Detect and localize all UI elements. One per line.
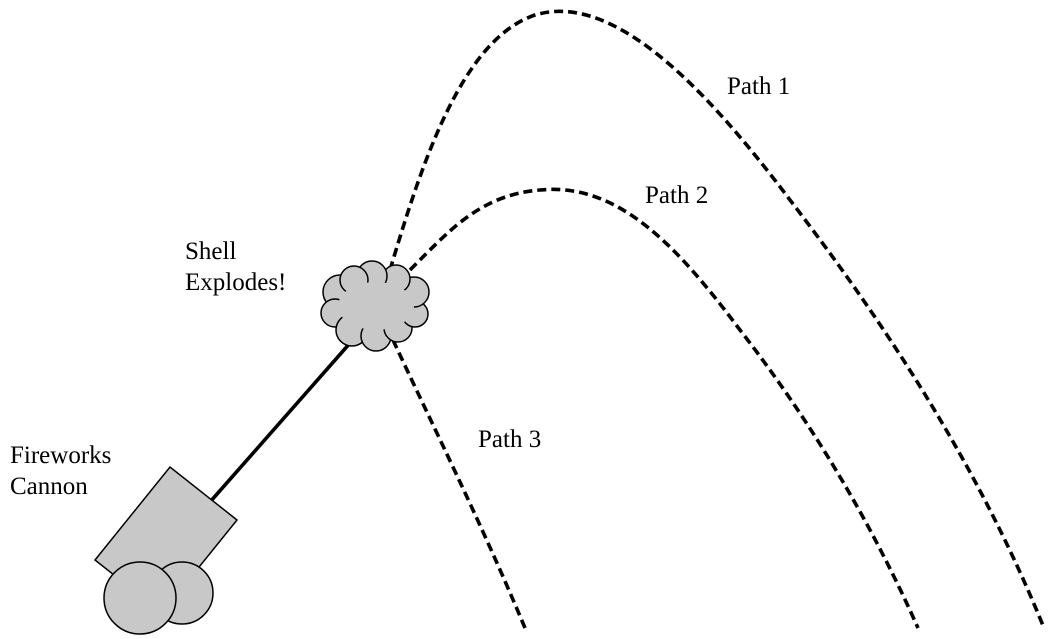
path-3-label: Path 3 — [478, 426, 542, 453]
fireworks-cannon-line-1: Fireworks — [10, 442, 112, 469]
fireworks-cannon-label: Fireworks Cannon — [10, 440, 111, 502]
shell-explodes-line-1: Shell — [185, 238, 237, 265]
cannon-wheel-front — [103, 561, 177, 635]
path-2-curve — [408, 187, 920, 629]
launch-trajectory — [208, 332, 360, 504]
path-1-curve — [388, 9, 1046, 629]
shell-explodes-line-2: Explodes! — [185, 269, 287, 296]
shell-explodes-label: Shell Explodes! — [185, 236, 286, 298]
path-3-curve — [391, 339, 527, 629]
path-2-label: Path 2 — [645, 182, 709, 209]
fireworks-cannon — [93, 465, 239, 635]
fireworks-cannon-line-2: Cannon — [10, 473, 88, 500]
path-1-label: Path 1 — [727, 73, 791, 100]
